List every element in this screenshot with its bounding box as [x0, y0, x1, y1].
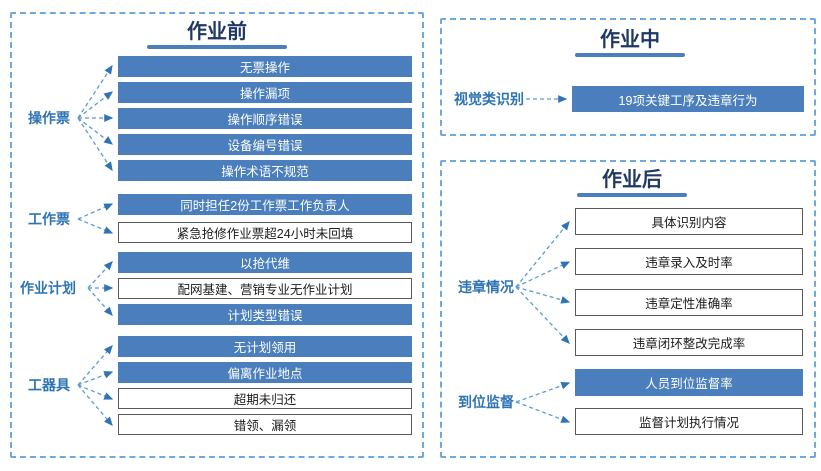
flow-item: 计划类型错误 [118, 304, 412, 325]
flow-item: 人员到位监督率 [575, 369, 803, 396]
flow-item: 19项关键工序及违章行为 [572, 86, 804, 112]
flow-item: 监督计划执行情况 [575, 408, 803, 435]
flow-item: 超期未归还 [118, 388, 412, 409]
flow-item: 偏离作业地点 [118, 362, 412, 383]
group-label-onsite-supervision: 到位监督 [458, 394, 514, 410]
flow-item: 以抢代维 [118, 252, 412, 273]
title-underline [575, 53, 685, 57]
flow-item: 操作顺序错误 [118, 108, 412, 129]
panel-title-before: 作业前 [147, 20, 287, 49]
flow-item: 设备编号错误 [118, 134, 412, 155]
flow-item: 无计划领用 [118, 336, 412, 357]
panel-before-work: 作业前 操作票 工作票 作业计划 工器具 无票操作 操作漏项 操作顺序错误 设备… [10, 12, 424, 458]
title-underline [577, 193, 687, 197]
flow-item: 具体识别内容 [575, 208, 803, 235]
panel-after-work: 作业后 违章情况 到位监督 具体识别内容 违章录入及时率 违章定性准确率 违章闭… [440, 160, 816, 458]
flow-item: 紧急抢修作业票超24小时未回填 [118, 222, 412, 243]
flow-item: 无票操作 [118, 56, 412, 77]
flow-item: 违章定性准确率 [575, 289, 803, 316]
group-label-tools: 工器具 [28, 377, 70, 393]
flow-item: 违章录入及时率 [575, 248, 803, 275]
group-label-operation-ticket: 操作票 [28, 110, 70, 126]
title-underline [147, 45, 287, 49]
flow-item: 同时担任2份工作票工作负责人 [118, 194, 412, 215]
flow-item: 操作术语不规范 [118, 160, 412, 181]
group-label-violation-status: 违章情况 [458, 279, 514, 295]
flow-item: 错领、漏领 [118, 414, 412, 435]
panel-title-after: 作业后 [577, 168, 687, 197]
group-label-work-ticket: 工作票 [28, 211, 70, 227]
flow-item: 违章闭环整改完成率 [575, 329, 803, 356]
panel-during-work: 作业中 视觉类识别 19项关键工序及违章行为 [440, 18, 816, 136]
group-label-visual-recognition: 视觉类识别 [454, 91, 524, 107]
panel-title-during: 作业中 [575, 28, 685, 57]
panel-title-text: 作业中 [600, 29, 660, 51]
flow-item: 配网基建、营销专业无作业计划 [118, 278, 412, 299]
group-label-work-plan: 作业计划 [20, 280, 76, 296]
panel-title-text: 作业后 [602, 169, 662, 191]
panel-title-text: 作业前 [187, 21, 247, 43]
flow-item: 操作漏项 [118, 82, 412, 103]
